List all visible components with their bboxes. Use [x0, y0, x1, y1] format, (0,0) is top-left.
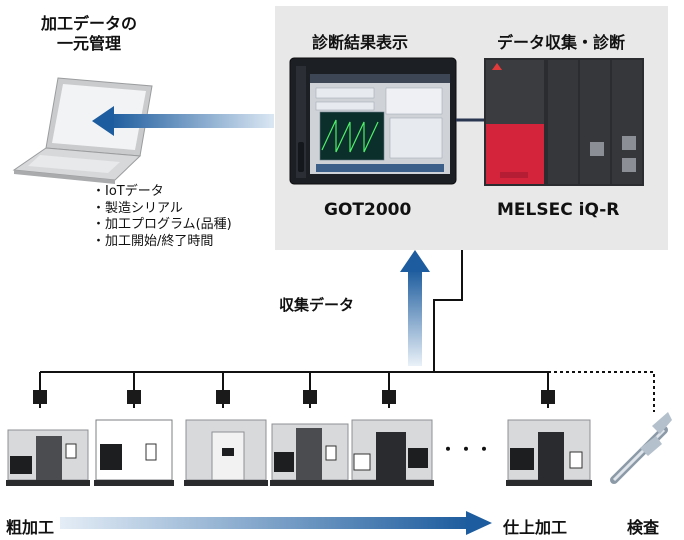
network-node	[127, 390, 141, 404]
network-node	[303, 390, 317, 404]
machine-5	[350, 419, 434, 486]
collected-data-label: 収集データ	[279, 296, 355, 314]
machine-1	[6, 429, 90, 486]
process-flow-arrow	[60, 511, 492, 535]
got2000-hmi	[289, 57, 457, 185]
pc-title-line2: 一元管理	[56, 34, 121, 53]
finish-machining-label: 仕上加工	[503, 518, 568, 537]
rough-machining-label: 粗加工	[6, 518, 55, 537]
network-nodes	[33, 390, 555, 404]
got-label: GOT2000	[324, 200, 412, 220]
machine-2	[94, 419, 174, 486]
data-list: ・IoTデータ ・製造シリアル ・加工プログラム(品種) ・加工開始/終了時間	[92, 184, 232, 250]
network-node	[541, 390, 555, 404]
network-node	[216, 390, 230, 404]
more-machines-dots: ・・・	[440, 440, 495, 459]
machine-4	[270, 423, 350, 486]
data-collect-title: データ収集・診断	[497, 33, 626, 52]
arrow-collected-data	[400, 250, 430, 366]
caliper-icon	[610, 412, 672, 484]
melsec-iq-r-plc	[484, 58, 644, 186]
inspection-label: 検査	[627, 518, 660, 537]
data-list-item: ・製造シリアル	[92, 200, 183, 216]
laptop-icon	[12, 77, 153, 184]
machine-6	[506, 419, 592, 486]
network-lines	[39, 250, 549, 408]
data-list-item: ・加工プログラム(品種)	[92, 217, 232, 232]
data-list-item: ・加工開始/終了時間	[92, 233, 214, 249]
melsec-label: MELSEC iQ-R	[497, 200, 620, 220]
data-list-item: ・IoTデータ	[92, 184, 164, 199]
inspection-link	[548, 371, 655, 412]
diag-display-title: 診断結果表示	[312, 33, 409, 52]
pc-title: 加工データの 一元管理	[24, 14, 154, 54]
arrow-to-laptop	[92, 106, 274, 136]
pc-title-line1: 加工データの	[40, 14, 137, 33]
network-node	[382, 390, 396, 404]
network-node	[33, 390, 47, 404]
machine-3	[184, 419, 268, 486]
